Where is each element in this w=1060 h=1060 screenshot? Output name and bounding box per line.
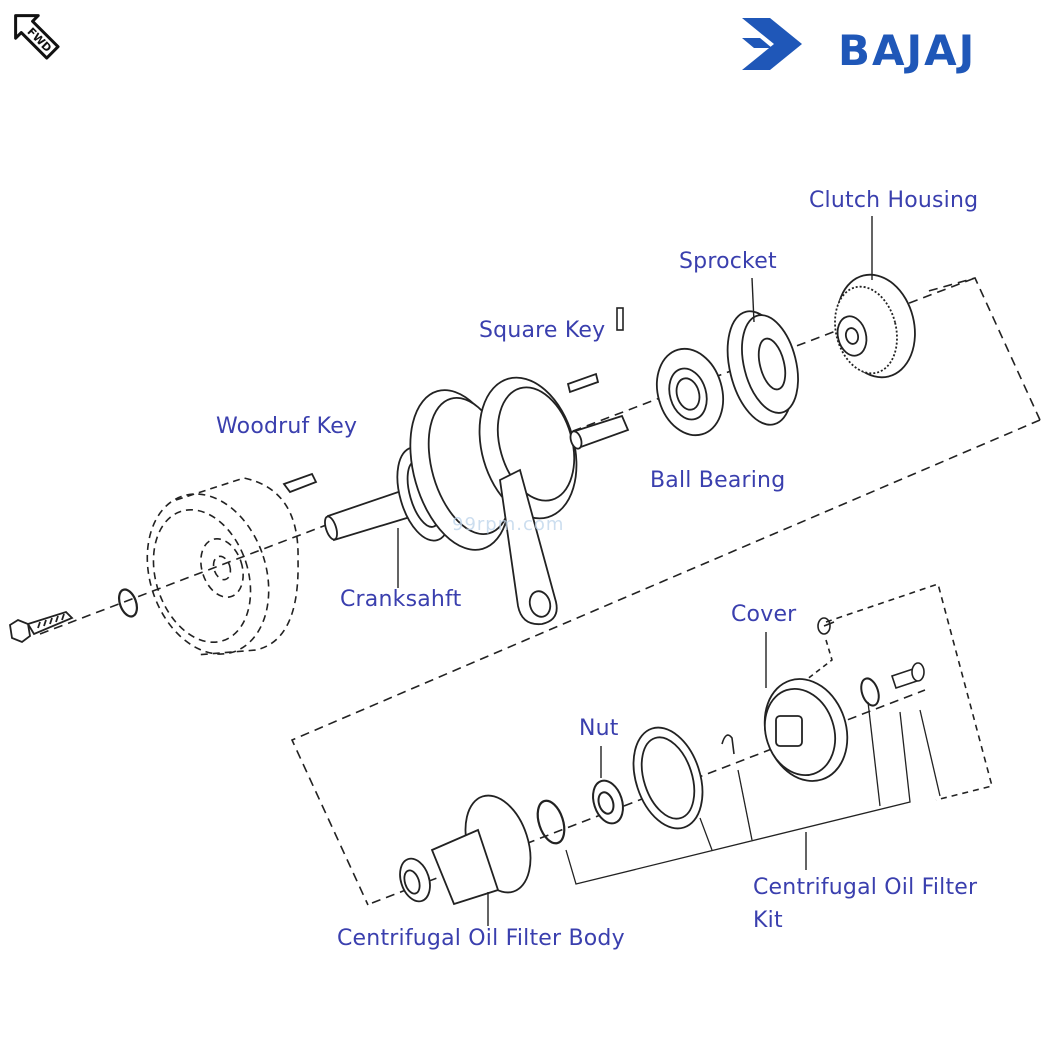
cotter-pin [721,734,735,755]
kit-boundary [825,582,993,801]
bajaj-logo-icon [742,18,802,70]
centrifugal-oil-filter-body [399,794,532,906]
label-centrifugal-oil-filter-body: Centrifugal Oil Filter Body [337,926,625,951]
label-nut: Nut [579,716,619,741]
flywheel [146,477,299,656]
square-key [566,372,600,394]
ball-bearing [656,347,724,437]
label-cranksahft: Cranksahft [340,587,462,612]
pin [616,307,624,331]
watermark: 99rpm.com [452,514,565,535]
label-ball-bearing: Ball Bearing [650,468,786,493]
nut [592,779,624,825]
bolt [9,610,74,644]
washer [117,588,139,618]
plug [890,662,925,690]
oil-filter-cover [763,678,849,782]
label-centrifugal-oil-filter-kit-line1: Centrifugal Oil Filter [753,875,978,900]
sprocket-leader [751,277,755,323]
spring [860,677,880,707]
sprocket [726,310,799,426]
woodruf-key [282,472,318,494]
gasket [632,726,704,830]
clutch-housing [834,273,916,379]
label-sprocket: Sprocket [679,249,777,274]
assembly-boundary [924,277,1041,421]
lower-washer [536,799,566,845]
label-square-key: Square Key [479,318,606,343]
kit-bracket [565,711,911,885]
assembly-boundary-lower [290,419,1041,906]
label-centrifugal-oil-filter-kit-line2: Kit [753,908,783,933]
label-cover: Cover [731,602,797,627]
label-woodruf-key: Woodruf Key [216,414,358,439]
label-clutch-housing: Clutch Housing [809,188,979,213]
brand-name: BAJAJ [838,26,977,75]
cover-screw-leader [805,639,833,681]
fwd-arrow-icon: FWD [14,14,60,60]
crankshaft [324,376,630,626]
